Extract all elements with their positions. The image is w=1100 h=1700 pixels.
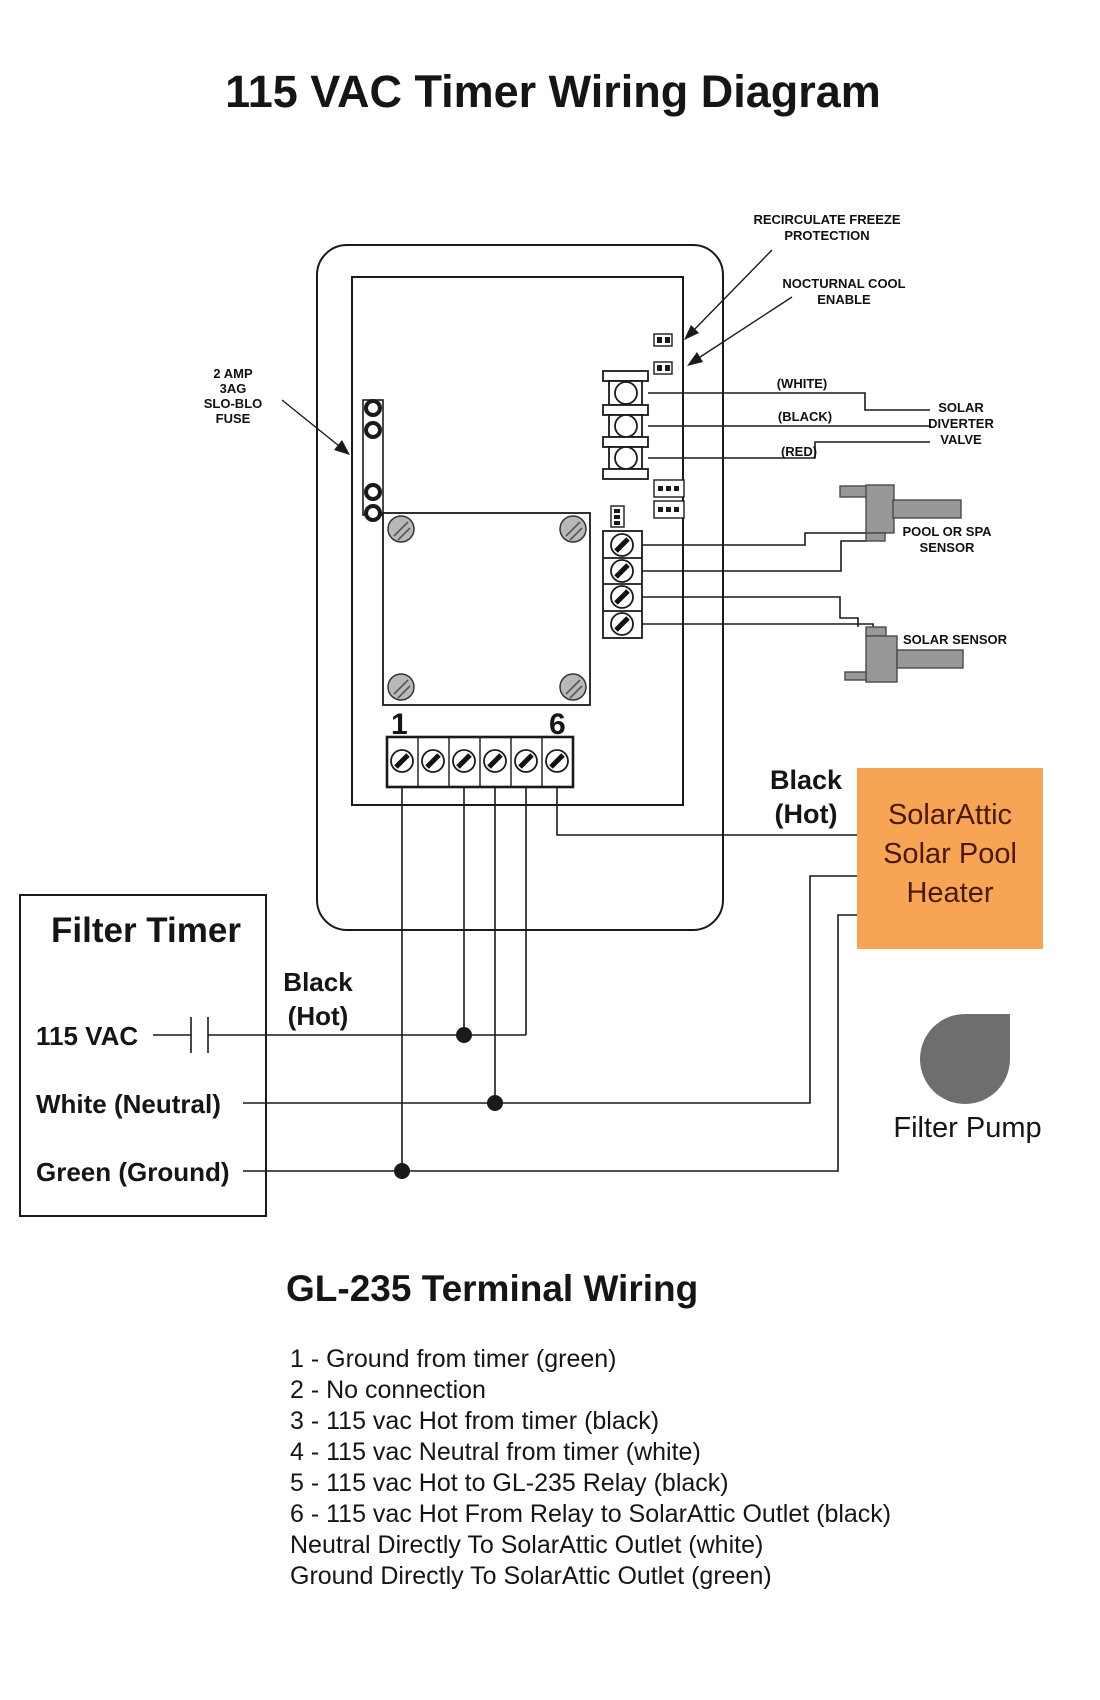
terminal-6-label: 6 bbox=[549, 708, 566, 741]
jumper-freeze bbox=[653, 333, 673, 347]
solarattic-heater-box: SolarAttic Solar Pool Heater bbox=[857, 768, 1043, 949]
wire-pool-sensor-2 bbox=[642, 540, 866, 572]
sensor-wires bbox=[642, 532, 874, 627]
wire-white-label: (WHITE) bbox=[776, 376, 828, 391]
gl235-item: 6 - 115 vac Hot From Relay to SolarAttic… bbox=[290, 1500, 892, 1528]
relay-screws bbox=[387, 515, 587, 701]
wire-junction-dots bbox=[394, 1027, 503, 1179]
recirculate-label: RECIRCULATE FREEZE PROTECTION bbox=[753, 212, 901, 243]
valve-wires bbox=[648, 392, 930, 459]
page-title: 115 VAC Timer Wiring Diagram bbox=[225, 66, 881, 117]
terminal-strip bbox=[385, 735, 575, 789]
heater-line-2: Solar Pool bbox=[883, 838, 1017, 870]
arrow-fuse bbox=[281, 399, 350, 455]
heater-line-3: Heater bbox=[906, 877, 994, 909]
jumper-vertical bbox=[610, 505, 625, 528]
gl235-item: Ground Directly To SolarAttic Outlet (gr… bbox=[290, 1562, 772, 1590]
power-wires bbox=[153, 787, 857, 1172]
wire-pool-sensor-1 bbox=[642, 532, 866, 546]
arrow-nocturnal bbox=[687, 296, 793, 366]
nocturnal-label: NOCTURNAL COOL ENABLE bbox=[782, 276, 906, 307]
green-ground-label: Green (Ground) bbox=[36, 1157, 230, 1187]
gl235-item: 3 - 115 vac Hot from timer (black) bbox=[290, 1407, 660, 1435]
gl235-item: Neutral Directly To SolarAttic Outlet (w… bbox=[290, 1531, 764, 1559]
solar-sensor-shape bbox=[844, 626, 964, 683]
controller-board bbox=[351, 276, 684, 806]
jumper-3pin-b bbox=[653, 500, 685, 519]
relay-module bbox=[382, 512, 591, 706]
filter-timer-box bbox=[19, 894, 267, 1217]
gl235-item: 1 - Ground from timer (green) bbox=[290, 1345, 617, 1373]
vac-label: 115 VAC bbox=[36, 1021, 139, 1051]
wire-terminal-6-to-heater bbox=[556, 787, 857, 836]
white-neutral-label: White (Neutral) bbox=[36, 1089, 221, 1119]
heater-line-1: SolarAttic bbox=[887, 799, 1013, 831]
wire-solar-sensor-2 bbox=[642, 623, 874, 627]
wire-solar-sensor-1 bbox=[642, 596, 859, 627]
gl235-item: 5 - 115 vac Hot to GL-235 Relay (black) bbox=[290, 1469, 729, 1497]
filter-timer-title: Filter Timer bbox=[51, 911, 241, 950]
valve-terminal-block bbox=[602, 370, 649, 480]
filter-pump-label: Filter Pump bbox=[893, 1112, 1042, 1144]
wire-green-ground bbox=[243, 914, 857, 1172]
sensor-terminal-block bbox=[602, 530, 643, 639]
gl235-item: 2 - No connection bbox=[290, 1376, 486, 1404]
fuse-holder bbox=[362, 399, 384, 522]
fuse-label: 2 AMP 3AG SLO-BLO FUSE bbox=[203, 366, 263, 426]
gl235-list: 1 - Ground from timer (green) 2 - No con… bbox=[290, 1344, 891, 1592]
gl235-title: GL-235 Terminal Wiring bbox=[286, 1268, 699, 1309]
pool-sensor-label: POOL OR SPA SENSOR bbox=[902, 524, 992, 555]
filter-pump-icon bbox=[920, 1014, 1010, 1104]
wire-black-label: (BLACK) bbox=[777, 409, 833, 424]
wire-red-label: (RED) bbox=[780, 444, 818, 459]
solar-sensor-label: SOLAR SENSOR bbox=[902, 632, 1007, 647]
pool-sensor-shape bbox=[839, 484, 962, 542]
timer-contact-symbol bbox=[190, 1017, 209, 1053]
gl235-item: 4 - 115 vac Neutral from timer (white) bbox=[290, 1438, 701, 1466]
wire-red bbox=[648, 441, 930, 459]
controller-outer-box bbox=[316, 244, 724, 931]
jumper-3pin-a bbox=[653, 479, 685, 498]
wire-white bbox=[648, 392, 930, 411]
jumper-nocturnal bbox=[653, 361, 673, 375]
black-hot-label-timer: Black (Hot) bbox=[283, 967, 353, 1031]
wire-white-neutral bbox=[243, 875, 857, 1104]
diverter-valve-label: SOLAR DIVERTER VALVE bbox=[928, 400, 994, 447]
terminal-1-label: 1 bbox=[391, 708, 408, 741]
black-hot-label-heater: Black (Hot) bbox=[769, 765, 843, 829]
arrow-recirculate bbox=[684, 249, 773, 340]
